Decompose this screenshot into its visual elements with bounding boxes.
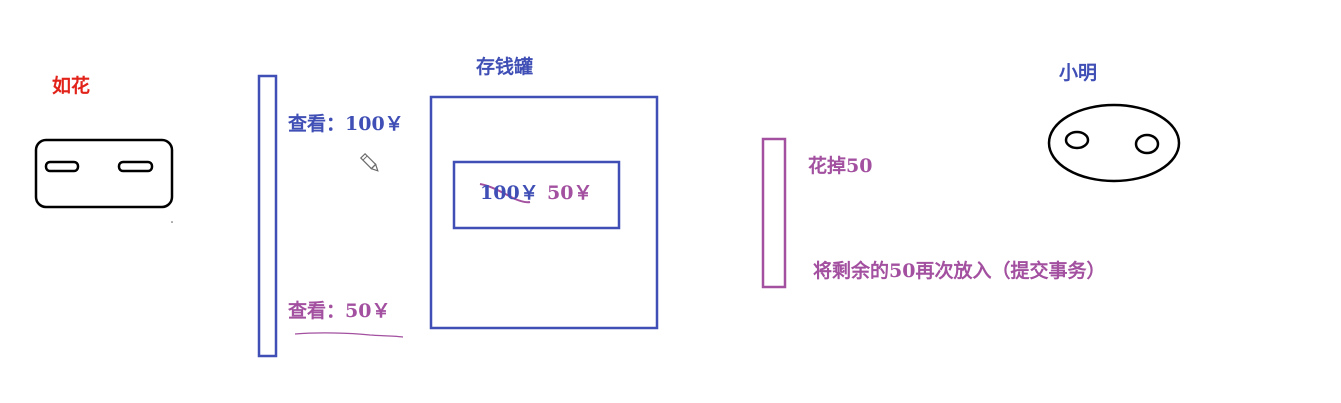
pencil-icon xyxy=(359,152,379,172)
right-person-name: 小明 xyxy=(1059,62,1098,84)
strike-through-mark xyxy=(479,183,531,204)
view-first-label: 查看：100￥ xyxy=(288,113,404,135)
right-person-face xyxy=(1047,103,1181,183)
spend-label: 花掉50 xyxy=(808,155,873,177)
piggy-bank-amount-box xyxy=(452,160,621,230)
piggy-bank-box xyxy=(429,95,659,330)
left-timeline-bar xyxy=(257,74,278,358)
commit-label: 将剩余的50再次放入（提交事务） xyxy=(813,260,1106,282)
piggy-bank-title: 存钱罐 xyxy=(476,56,534,78)
old-amount-label: 100￥ xyxy=(480,182,539,204)
left-person-name: 如花 xyxy=(52,75,91,97)
left-person-eye-right xyxy=(117,160,154,173)
underline-mark xyxy=(294,332,404,338)
new-amount-label: 50￥ xyxy=(547,182,593,204)
right-timeline-bar xyxy=(761,137,787,289)
view-second-label: 查看：50￥ xyxy=(288,300,391,322)
right-person-eye-right xyxy=(1134,133,1160,155)
right-person-eye-left xyxy=(1064,130,1090,150)
left-person-face xyxy=(34,138,174,209)
left-person-eye-left xyxy=(44,160,80,173)
